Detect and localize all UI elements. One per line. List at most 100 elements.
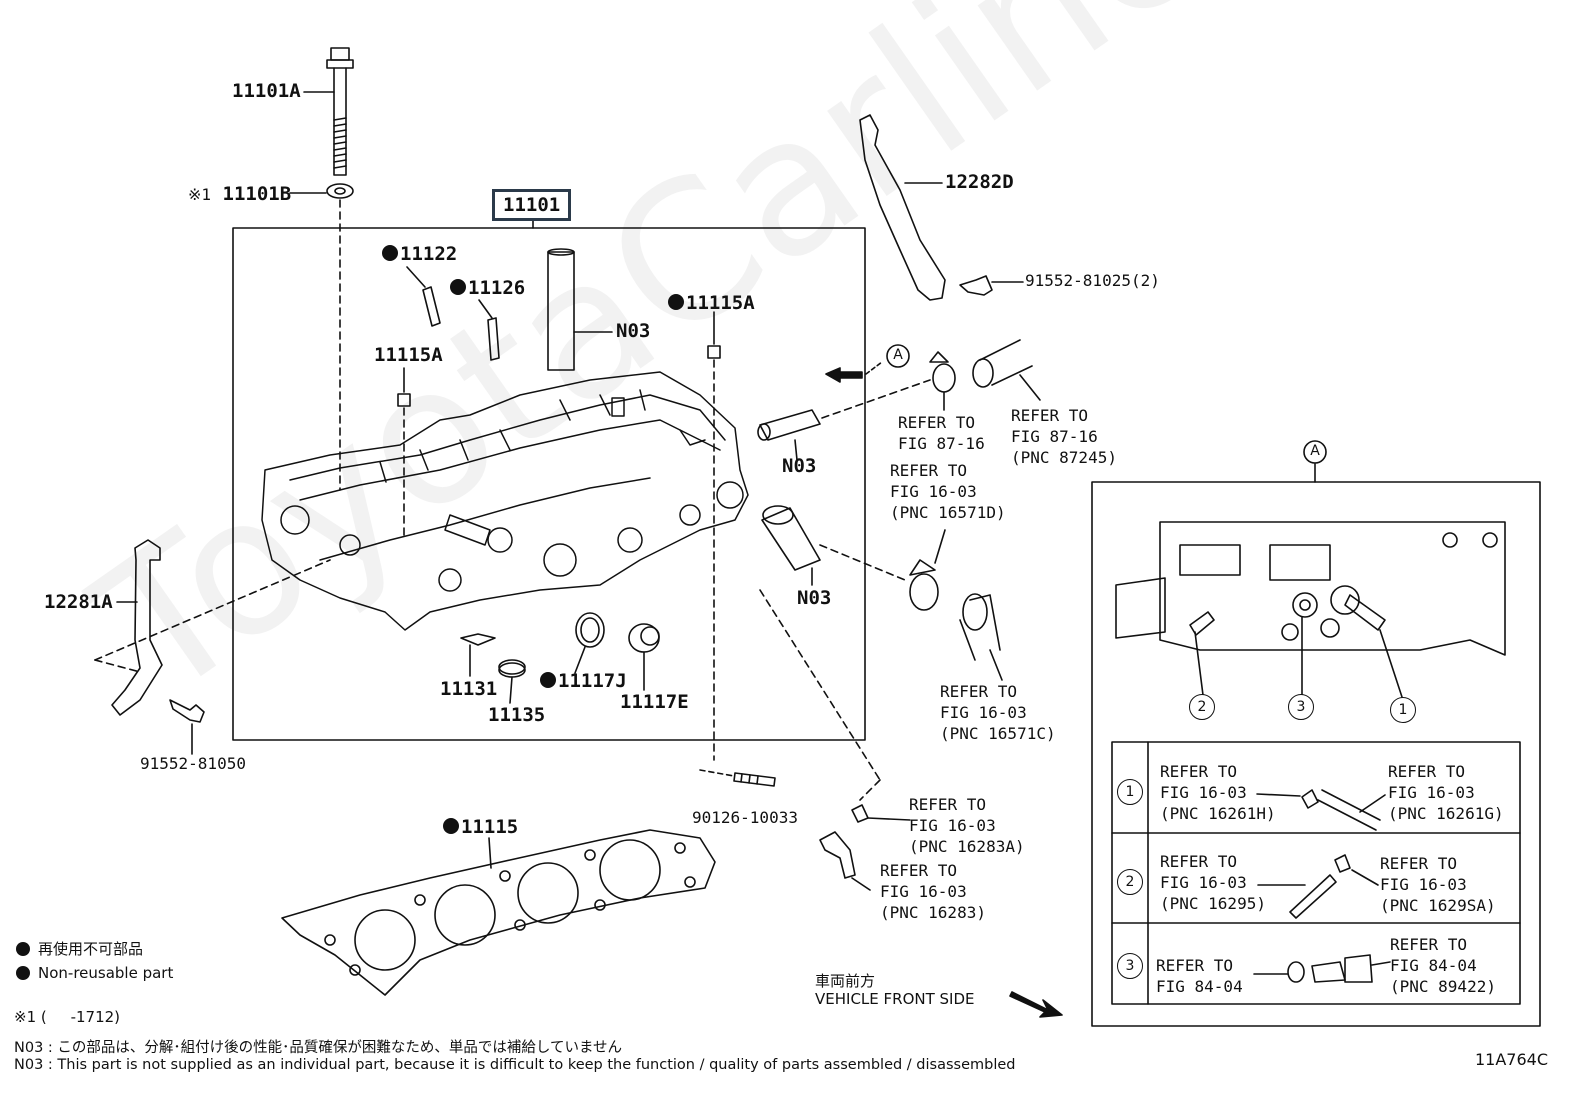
- part-label-91552-81025: 91552-81025(2): [1025, 271, 1160, 290]
- refer-line: FIG 16-03: [940, 703, 1027, 722]
- part-label-11131: 11131: [440, 678, 498, 700]
- refer-line: REFER TO: [940, 682, 1018, 701]
- part-label-11115A-right: 11115A: [668, 294, 755, 313]
- refer-to-fig-87-16-hose: REFER TO FIG 87-16 (PNC 87245): [1011, 405, 1117, 468]
- refer-line: REFER TO: [1160, 852, 1238, 871]
- refer-line: (PNC 16261G): [1388, 804, 1504, 823]
- part-number: 11115: [461, 816, 519, 838]
- clamp-mid-drawing: [909, 529, 946, 611]
- hose-mid-drawing: [959, 593, 1003, 681]
- refer-line: REFER TO: [909, 795, 987, 814]
- note-n03-jp: N03 : この部品は、分解･組付け後の性能･品質確保が困難なため、単品では補給…: [14, 1040, 623, 1056]
- refer-to-fig-87-16-clamp: REFER TO FIG 87-16: [898, 412, 985, 454]
- table-row2-left-ref: REFER TO FIG 16-03 (PNC 16295): [1160, 851, 1266, 914]
- pin-11122-drawing: [406, 266, 441, 327]
- refer-line: (PNC 16283A): [909, 837, 1025, 856]
- refer-line: REFER TO: [1380, 854, 1458, 873]
- hose-low-drawing: [819, 831, 871, 891]
- detail-a-box: [1091, 481, 1541, 1027]
- part-label-11101A: 11101A: [232, 80, 301, 102]
- bolt-91552-81050-drawing: [169, 699, 205, 755]
- detail-callout-1: 1: [1390, 697, 1416, 723]
- refer-line: FIG 16-03: [1160, 783, 1247, 802]
- refer-to-pnc-16571D: REFER TO FIG 16-03 (PNC 16571D): [890, 460, 1006, 523]
- plug-11117E-drawing: [628, 623, 660, 691]
- pin-11126-drawing: [478, 299, 500, 361]
- main-group-box: [232, 227, 866, 741]
- part-number: 11126: [468, 277, 526, 299]
- refer-line: (PNC 87245): [1011, 448, 1117, 467]
- part-label-91552-81050: 91552-81050: [140, 754, 246, 773]
- part-label-11115: 11115: [443, 818, 518, 837]
- refer-line: FIG 16-03: [909, 816, 996, 835]
- main-group-label: 11101: [492, 189, 572, 221]
- refer-line: FIG 16-03: [1380, 875, 1467, 894]
- part-label-n03-pipe: N03: [782, 455, 817, 477]
- part-number: 11117J: [558, 670, 627, 692]
- table-row1-right-ref: REFER TO FIG 16-03 (PNC 16261G): [1388, 761, 1504, 824]
- refer-line: REFER TO: [890, 461, 968, 480]
- hose-top-drawing: [972, 339, 1041, 401]
- legend-text: Non-reusable part: [38, 964, 174, 982]
- part-label-11122: 11122: [382, 245, 457, 264]
- clamp-low-drawing: [851, 804, 911, 823]
- non-reusable-dot-icon: [16, 942, 30, 956]
- arrow-a-drawing: [825, 344, 910, 383]
- detail-a-drawing: [1115, 521, 1506, 698]
- non-reusable-dot-icon: [668, 294, 684, 310]
- plate-11131-drawing: [460, 633, 496, 677]
- part-label-11117E: 11117E: [620, 691, 689, 713]
- refer-to-pnc-16571C: REFER TO FIG 16-03 (PNC 16571C): [940, 681, 1056, 744]
- part-label-n03-outlet: N03: [797, 587, 832, 609]
- non-reusable-dot-icon: [16, 966, 30, 980]
- refer-line: FIG 84-04: [1390, 956, 1477, 975]
- hanger-12282D-drawing: [859, 114, 946, 301]
- refer-line: FIG 16-03: [880, 882, 967, 901]
- refer-to-pnc-16283: REFER TO FIG 16-03 (PNC 16283): [880, 860, 986, 923]
- cylinder-head-drawing: [261, 371, 749, 631]
- table-row2-drawing: [1257, 854, 1379, 919]
- part-label-11101B: ※1 11101B: [188, 185, 291, 204]
- pin-11115A-right: [707, 311, 721, 761]
- refer-line: FIG 84-04: [1156, 977, 1243, 996]
- refer-line: REFER TO: [1011, 406, 1089, 425]
- legend-jp: 再使用不可部品: [16, 938, 143, 959]
- part-label-12281A: 12281A: [44, 591, 113, 613]
- table-row2-right-ref: REFER TO FIG 16-03 (PNC 1629SA): [1380, 853, 1496, 916]
- part-label-n03-sleeve: N03: [616, 320, 651, 342]
- bolt-91552-81025-drawing: [959, 275, 1024, 296]
- note-mark: ※1: [188, 185, 212, 204]
- non-reusable-dot-icon: [450, 279, 466, 295]
- seal-11117J-drawing: [574, 612, 605, 674]
- part-label-11115A-left: 11115A: [374, 344, 443, 366]
- table-row3-right-ref: REFER TO FIG 84-04 (PNC 89422): [1390, 934, 1496, 997]
- detail-a-label: A: [1310, 443, 1320, 459]
- stud-90126-drawing: [699, 769, 776, 787]
- part-number: 11101B: [222, 183, 292, 205]
- refer-line: REFER TO: [1388, 762, 1466, 781]
- refer-line: (PNC 16283): [880, 903, 986, 922]
- part-label-90126-10033: 90126-10033: [692, 808, 798, 827]
- refer-line: REFER TO: [1390, 935, 1468, 954]
- part-number: 11115A: [686, 292, 755, 314]
- legend-en: Non-reusable part: [16, 964, 173, 982]
- bolt-11101A-drawing: [303, 47, 354, 176]
- note-1: ※1 ( -1712): [14, 1008, 121, 1026]
- part-number: 11122: [400, 243, 458, 265]
- detail-callout-3: 3: [1288, 694, 1314, 720]
- front-arrow-drawing: [1009, 991, 1063, 1018]
- refer-line: FIG 87-16: [1011, 427, 1098, 446]
- refer-line: (PNC 16295): [1160, 894, 1266, 913]
- sleeve-n03-drawing: [547, 248, 613, 371]
- table-row3-left-ref: REFER TO FIG 84-04: [1156, 955, 1243, 997]
- detail-callout-2: 2: [1189, 694, 1215, 720]
- note-n03-en: N03 : This part is not supplied as an in…: [14, 1057, 1016, 1073]
- table-row-number: 3: [1117, 953, 1143, 979]
- refer-line: (PNC 16571C): [940, 724, 1056, 743]
- legend-text: 再使用不可部品: [38, 940, 144, 958]
- gasket-11115-drawing: [281, 829, 716, 996]
- refer-line: FIG 87-16: [898, 434, 985, 453]
- detail-table-lines: [1111, 741, 1521, 1005]
- refer-line: FIG 16-03: [890, 482, 977, 501]
